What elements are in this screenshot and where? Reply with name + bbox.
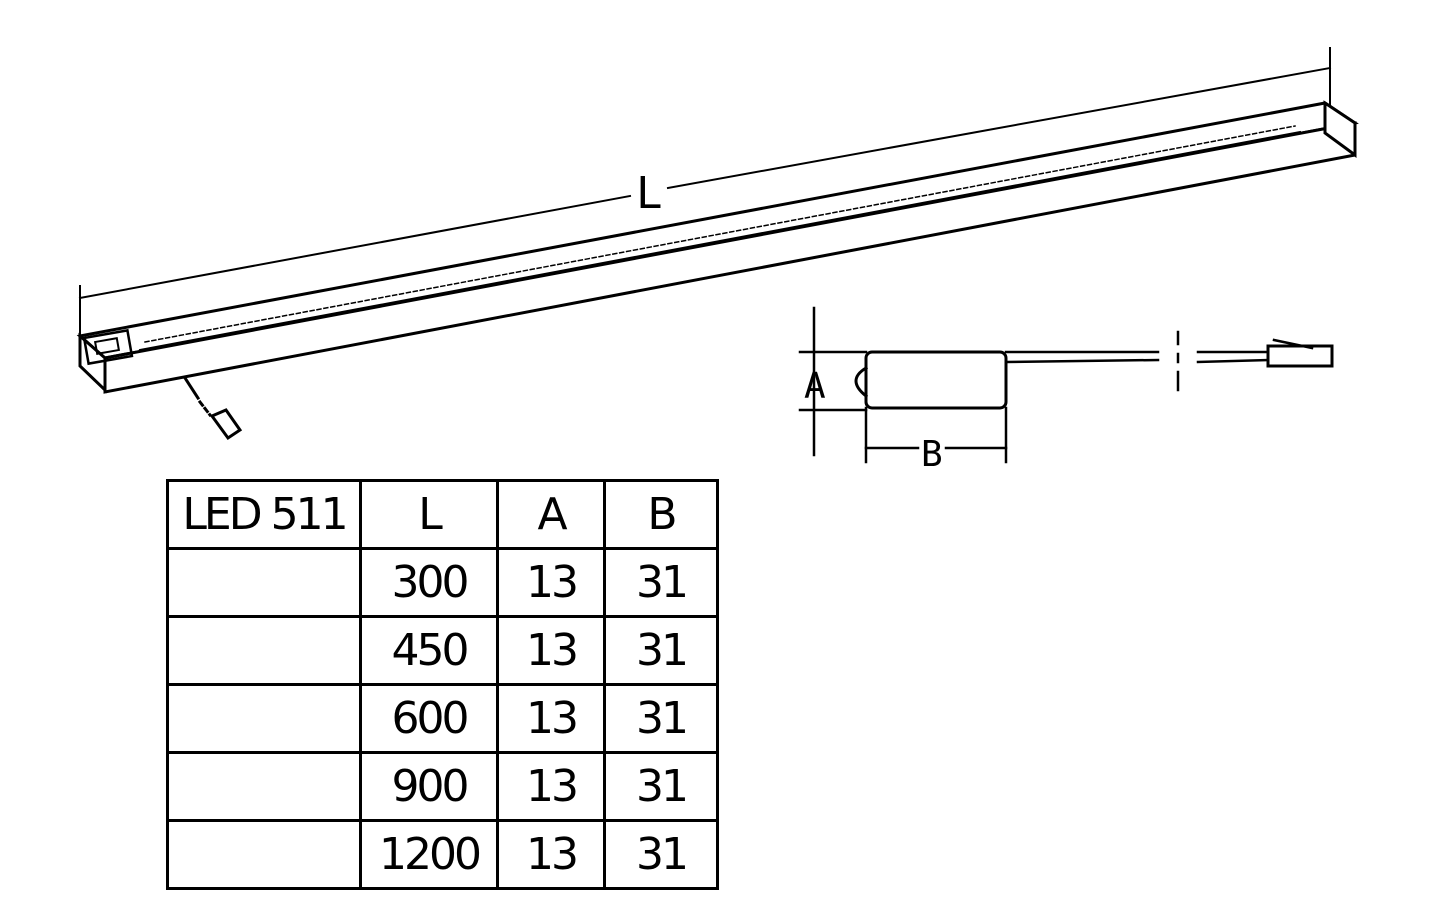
length-label: L	[636, 168, 663, 219]
table-cell: 13	[496, 547, 606, 618]
table-cell	[166, 819, 362, 890]
table-cell: 31	[603, 751, 719, 822]
table-header-row: LED 511 L A B	[166, 479, 719, 550]
table-cell: 13	[496, 615, 606, 686]
table-row: 600 13 31	[166, 683, 719, 754]
bar-cable-plug-icon	[182, 375, 243, 441]
table-cell	[166, 547, 362, 618]
header-a: A	[496, 479, 606, 550]
light-bar	[76, 100, 1359, 394]
table-cell: 450	[359, 615, 499, 686]
table-cell: 31	[603, 819, 719, 890]
table-cell: 300	[359, 547, 499, 618]
spec-table: LED 511 L A B 300 13 31 450 13 31 600 13…	[166, 479, 719, 890]
table-cell: 600	[359, 683, 499, 754]
table-cell: 31	[603, 683, 719, 754]
table-cell	[166, 751, 362, 822]
profile-detail	[798, 306, 1334, 464]
height-label: A	[804, 366, 826, 407]
header-model: LED 511	[166, 479, 362, 550]
table-row: 450 13 31	[166, 615, 719, 686]
table-row: 900 13 31	[166, 751, 719, 822]
table-row: 1200 13 31	[166, 819, 719, 890]
table-cell: 1200	[359, 819, 499, 890]
table-cell: 13	[496, 751, 606, 822]
table-cell: 13	[496, 819, 606, 890]
table-cell: 31	[603, 615, 719, 686]
header-length: L	[359, 479, 499, 550]
table-cell: 13	[496, 683, 606, 754]
table-cell	[166, 615, 362, 686]
header-b: B	[603, 479, 719, 550]
width-label: B	[921, 434, 943, 475]
table-cell: 900	[359, 751, 499, 822]
table-row: 300 13 31	[166, 547, 719, 618]
table-cell	[166, 683, 362, 754]
table-cell: 31	[603, 547, 719, 618]
